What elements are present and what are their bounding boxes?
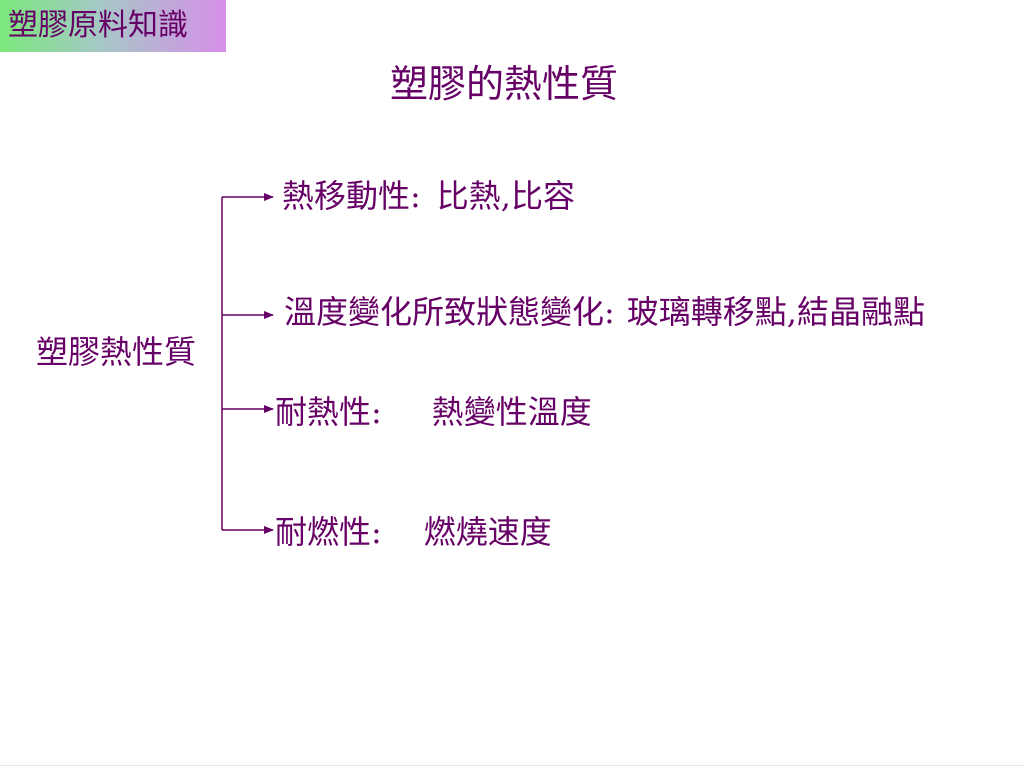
branch-item-heat-transfer: 熱移動性: 比熱,比容 (282, 174, 575, 218)
branch-detail: 燃燒速度 (423, 513, 552, 551)
branch-property: 溫度變化所致狀態變化: (284, 293, 615, 331)
branch-item-flame-resistance: 耐燃性: 燃燒速度 (275, 510, 552, 554)
tree-root-label: 塑膠熱性質 (36, 333, 197, 371)
slide-title: 塑膠的熱性質 (389, 62, 618, 106)
branch-item-state-change: 溫度變化所致狀態變化: 玻璃轉移點,結晶融點 (284, 290, 925, 334)
branch-detail: 熱變性溫度 (431, 393, 592, 431)
branch-property: 耐熱性: (275, 393, 382, 431)
section-badge-label: 塑膠原料知識 (8, 8, 188, 43)
branch-property: 耐燃性: (275, 513, 382, 551)
branch-detail: 比熱,比容 (436, 177, 575, 215)
section-badge: 塑膠原料知識 (0, 0, 226, 52)
branch-property: 熱移動性: (282, 177, 421, 215)
footer-divider (0, 765, 1024, 766)
branch-detail: 玻璃轉移點,結晶融點 (626, 293, 925, 331)
branch-item-heat-resistance: 耐熱性: 熱變性溫度 (275, 390, 592, 434)
